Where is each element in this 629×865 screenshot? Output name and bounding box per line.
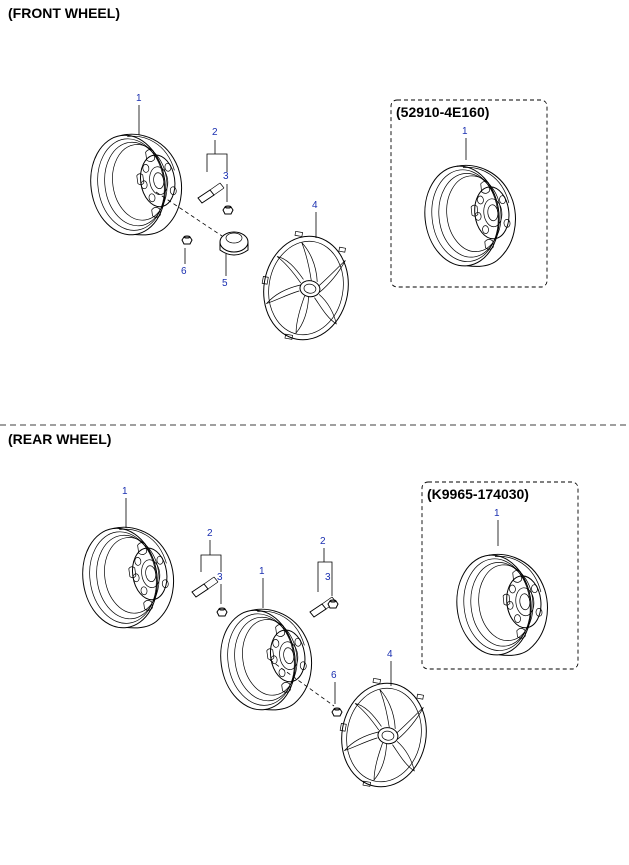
callout-front-lugnut: 6 (181, 266, 187, 277)
callout-rear-inner-wheel: 1 (259, 566, 265, 577)
rear-wheel-heading: (REAR WHEEL) (8, 431, 111, 447)
rear-outer-stud (191, 576, 219, 598)
callout-front-option-wheel: 1 (462, 126, 468, 137)
callout-front-nut: 3 (223, 171, 229, 182)
rear-option-box (421, 481, 579, 670)
front-wheel-heading: (FRONT WHEEL) (8, 5, 120, 21)
callout-rear-outer-nut: 3 (217, 572, 223, 583)
front-wheel-cover (252, 226, 358, 348)
front-option-wheel (419, 160, 521, 273)
rear-inner-nut (327, 599, 339, 609)
callout-rear-outer-wheel: 1 (122, 486, 128, 497)
callout-rear-option-wheel: 1 (494, 508, 500, 519)
front-wheel-rim (83, 127, 189, 243)
front-wheel-stud (197, 182, 225, 204)
callout-front-stud: 2 (212, 127, 218, 138)
rear-outer-nut (216, 607, 228, 617)
rear-inner-wheel-rim (213, 602, 319, 718)
callout-front-cover: 4 (312, 200, 318, 211)
front-hub-cap (219, 231, 249, 256)
front-option-part-number: (52910-4E160) (396, 104, 489, 120)
rear-option-wheel (451, 549, 553, 662)
rear-outer-wheel-rim (75, 520, 181, 636)
callout-rear-inner-stud: 2 (320, 536, 326, 547)
rear-option-part-number: (K9965-174030) (427, 486, 529, 502)
callout-front-cap: 5 (222, 278, 228, 289)
front-wheel-nut (222, 205, 234, 215)
callout-rear-lugnut: 6 (331, 670, 337, 681)
callout-rear-inner-nut: 3 (325, 572, 331, 583)
rear-wheel-cover (330, 673, 436, 795)
callout-front-wheel: 1 (136, 93, 142, 104)
front-lug-nut (181, 235, 193, 245)
callout-rear-outer-stud: 2 (207, 528, 213, 539)
front-option-box (390, 99, 548, 288)
callout-rear-cover: 4 (387, 649, 393, 660)
rear-lug-nut (331, 707, 343, 717)
